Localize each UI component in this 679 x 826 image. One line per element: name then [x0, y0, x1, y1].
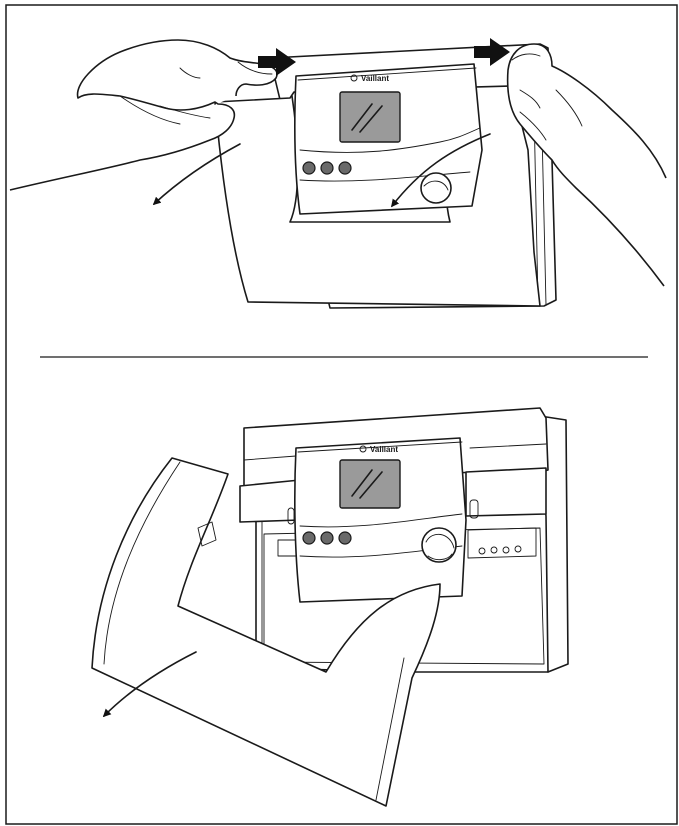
- button-3[interactable]: [338, 161, 352, 175]
- button-1[interactable]: [302, 161, 316, 175]
- left-hand: [9, 39, 278, 191]
- push-arrow-right: [474, 38, 510, 66]
- button-2[interactable]: [320, 531, 334, 545]
- display-window: [339, 459, 401, 509]
- right-hand: [506, 43, 667, 287]
- brand-logo: Vaillant: [361, 74, 389, 83]
- step2-panel: Vaillant: [91, 407, 569, 807]
- brand-logo: Vaillant: [370, 445, 398, 454]
- hinge-tab: [197, 521, 217, 547]
- figure-border: [5, 4, 678, 825]
- rotary-knob[interactable]: [421, 527, 457, 563]
- button-3[interactable]: [338, 531, 352, 545]
- button-1[interactable]: [302, 531, 316, 545]
- front-cover-removed: [91, 457, 441, 807]
- pull-arrow-left: [152, 143, 241, 206]
- step1-panel: Vaillant: [9, 38, 667, 309]
- push-arrow-left: [258, 48, 296, 76]
- rotary-knob[interactable]: [420, 172, 452, 204]
- button-2[interactable]: [320, 161, 334, 175]
- pull-arrow: [102, 651, 197, 718]
- terminal-strip-right: [467, 527, 537, 559]
- display-window: [339, 91, 401, 143]
- pull-arrow-right: [391, 133, 491, 208]
